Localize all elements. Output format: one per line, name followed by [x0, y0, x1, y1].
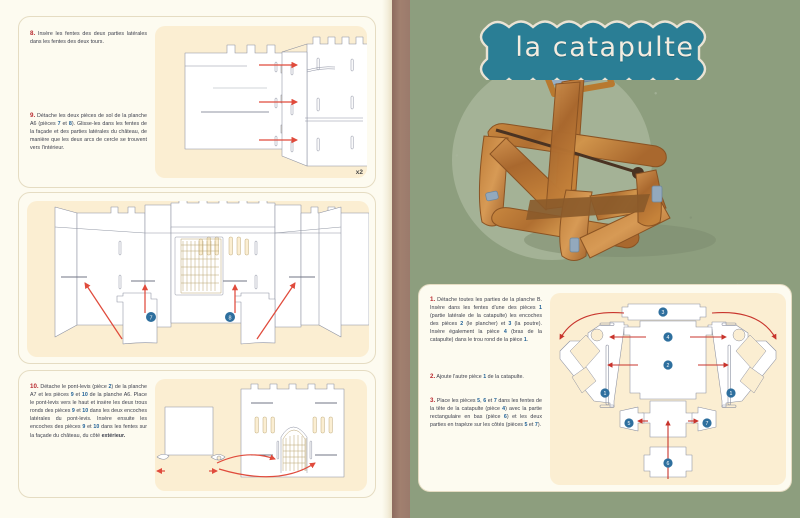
step-2-body: Ajoute l'autre pièce 1 de la catapulte. [436, 374, 524, 380]
step-3-body: Place les pièces 5, 6 et 7 dans les fent… [430, 398, 542, 429]
title-banner: la catapulte [469, 15, 741, 80]
left-page: 8. Insère les fentes des deux parties la… [0, 0, 392, 518]
svg-text:3: 3 [662, 310, 665, 316]
svg-text:7: 7 [149, 315, 152, 321]
step-9-body: Détache les deux pièces de sol de la pla… [30, 113, 147, 152]
step-3-text: 3. Place les pièces 5, 6 et 7 dans les f… [430, 397, 542, 429]
diagram-tower-assembly [184, 36, 367, 167]
svg-text:1: 1 [604, 391, 607, 397]
card-steps-8-9: 8. Insère les fentes des deux parties la… [18, 16, 376, 188]
svg-text:6: 6 [667, 461, 670, 467]
step-1-body: Détache toutes les parties de la planche… [430, 297, 543, 344]
svg-text:7: 7 [706, 421, 709, 427]
step-10-body: Détache le pont-levis (pièce 2) de la pl… [30, 384, 148, 439]
step-3-number: 3. [430, 397, 436, 404]
step-10-text: 10. Détache le pont-levis (pièce 2) de l… [30, 383, 147, 440]
card-castle-diagram: 7 8 [18, 192, 376, 364]
piece-markers: 7 8 [146, 312, 235, 322]
card-step-10: 10. Détache le pont-levis (pièce 2) de l… [18, 370, 376, 498]
step-8-number: 8. [30, 30, 36, 37]
svg-text:5: 5 [628, 421, 631, 427]
panel-drawbridge [155, 379, 367, 491]
step-10-number: 10. [30, 383, 39, 390]
diagram-castle-assembly: 7 8 [54, 201, 369, 345]
svg-text:8: 8 [228, 315, 231, 321]
step-1-text: 1. Détache toutes les parties de la plan… [430, 296, 542, 345]
card-catapult-steps: 1. Détache toutes les parties de la plan… [418, 284, 792, 492]
step-8-text: 8. Insère les fentes des deux parties la… [30, 30, 147, 46]
catapult-piece-markers: 3 4 2 1 1 5 7 6 [600, 307, 736, 468]
page-edge-shadow [382, 0, 392, 518]
step-9-number: 9. [30, 112, 36, 119]
diagram-catapult-parts: 3 4 2 1 1 5 7 6 [559, 303, 777, 479]
panel-tower-assembly: x2 [155, 26, 367, 178]
step-2-number: 2. [430, 373, 436, 380]
right-page: la catapulte 1. Détache toutes les parti… [410, 0, 800, 518]
page-title: la catapulte [515, 32, 695, 63]
panel-catapult-parts: 3 4 2 1 1 5 7 6 [550, 293, 786, 485]
step-8-body: Insère les fentes des deux parties latér… [30, 31, 148, 46]
panel-castle-assembly: 7 8 [27, 201, 369, 357]
step-9-text: 9. Détache les deux pièces de sol de la … [30, 112, 147, 152]
step-2-text: 2. Ajoute l'autre pièce 1 de la catapult… [430, 373, 542, 381]
assembly-arrows [259, 61, 299, 144]
repeat-count-label: x2 [355, 169, 363, 176]
diagram-drawbridge [156, 383, 345, 478]
svg-text:1: 1 [730, 391, 733, 397]
svg-text:2: 2 [667, 363, 670, 369]
step-1-number: 1. [430, 296, 436, 303]
book-gutter [392, 0, 410, 518]
svg-text:4: 4 [667, 335, 670, 341]
